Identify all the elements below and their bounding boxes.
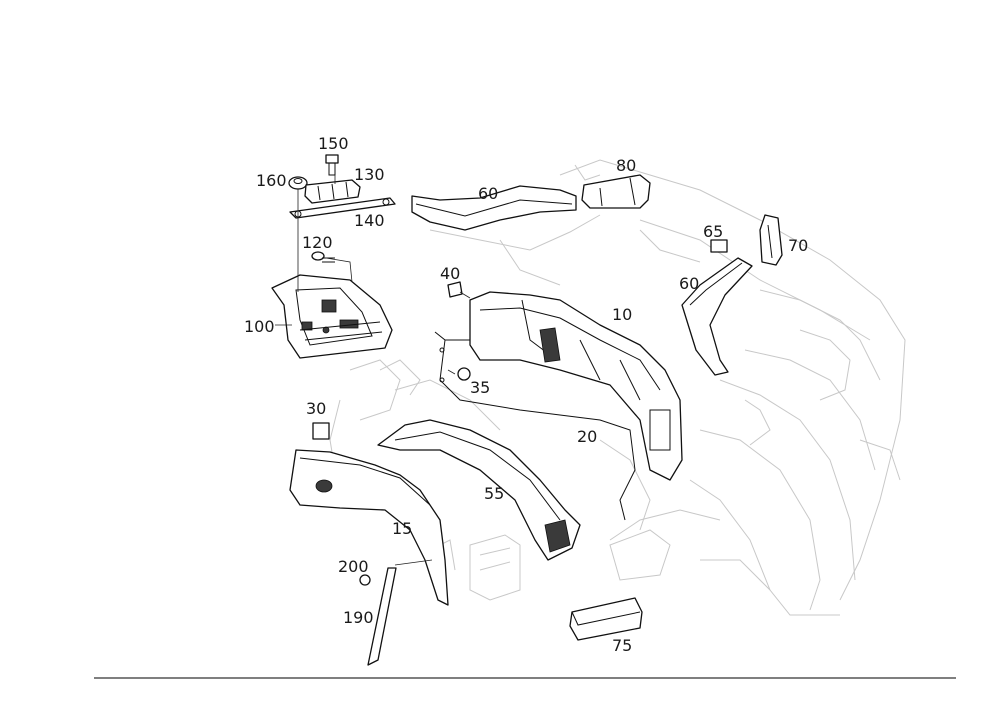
label-150: 150: [318, 134, 349, 153]
bracket-70: [759, 214, 783, 266]
label-120: 120: [302, 233, 333, 252]
label-15: 15: [392, 519, 412, 538]
bolt-150: [325, 154, 339, 176]
label-200: 200: [338, 557, 369, 576]
label-80: 80: [616, 156, 636, 175]
label-35: 35: [470, 378, 490, 397]
label-60-lower: 60: [679, 274, 699, 293]
vehicle-body-outline: [329, 159, 906, 616]
label-65: 65: [703, 222, 723, 241]
rail-55: [377, 419, 581, 561]
label-55: 55: [484, 484, 504, 503]
label-60-upper: 60: [478, 184, 498, 203]
label-140: 140: [354, 211, 385, 230]
strip-190: [367, 567, 397, 666]
nut-200: [359, 574, 371, 586]
clip-40: [447, 281, 471, 299]
bracket-80: [581, 174, 651, 209]
label-100: 100: [244, 317, 275, 336]
label-190: 190: [343, 608, 374, 627]
cover-20: [434, 331, 636, 521]
label-10: 10: [612, 305, 632, 324]
label-130: 130: [354, 165, 385, 184]
bracket-130: [304, 179, 361, 204]
label-20: 20: [577, 427, 597, 446]
tray-100: [271, 274, 393, 359]
wheelhouse-10: [469, 291, 683, 481]
rail-60-lower: [681, 257, 753, 376]
label-70: 70: [788, 236, 808, 255]
label-30: 30: [306, 399, 326, 418]
label-40: 40: [440, 264, 460, 283]
clip-120: [311, 251, 335, 263]
nut-160: [288, 176, 308, 190]
liner-15: [289, 449, 449, 606]
label-160: 160: [256, 171, 287, 190]
clip-30: [312, 422, 330, 440]
block-75: [569, 597, 643, 641]
label-75: 75: [612, 636, 632, 655]
clip-65: [710, 239, 728, 253]
grommet-35: [457, 367, 471, 381]
rail-60-upper: [411, 185, 577, 231]
